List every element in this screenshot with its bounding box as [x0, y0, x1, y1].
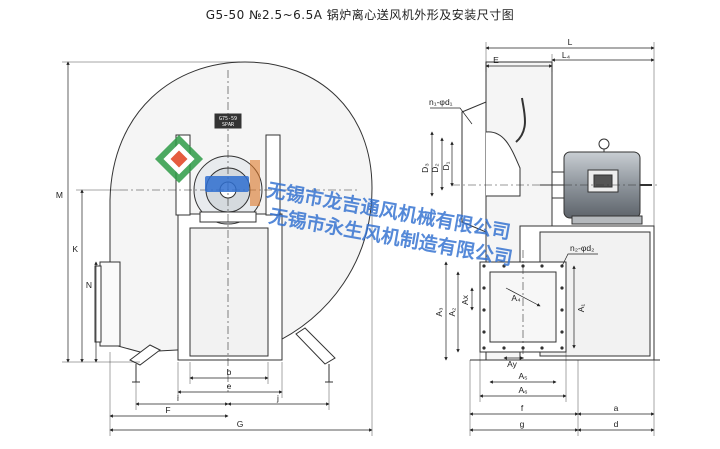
- dim-label-d: d: [614, 419, 619, 429]
- dim-label-n2d2: n₂-φd₂: [570, 243, 594, 253]
- dim-label-M: M: [56, 190, 63, 200]
- side-view-dimensions: [430, 42, 655, 436]
- outlet-flange: [99, 261, 121, 347]
- dim-label-e: e: [227, 381, 232, 391]
- dim-label-N: N: [86, 280, 92, 290]
- drawing-title: G5-50 №2.5~6.5A 锅炉离心送风机外形及安装尺寸图: [205, 8, 515, 22]
- dim-label-b: b: [227, 367, 232, 377]
- company-logo: [154, 134, 260, 206]
- front-view-labels: M K N b e i j F G: [56, 190, 279, 429]
- dim-label-L: L: [568, 37, 573, 47]
- dim-label-Ay: Ay: [507, 359, 518, 369]
- dim-label-A1: A₁: [576, 304, 586, 313]
- dim-label-n1d1: n₁-φd₁: [429, 97, 453, 107]
- side-view: [452, 61, 660, 362]
- front-view: G75-59 SPAR: [94, 61, 373, 392]
- dim-label-E: E: [493, 55, 499, 65]
- dim-label-F: F: [165, 405, 170, 415]
- dim-label-A4: A₄: [511, 293, 521, 303]
- nameplate-line2: SPAR: [222, 122, 235, 128]
- dim-label-a: a: [614, 403, 619, 413]
- dim-label-A6: A₆: [518, 385, 527, 395]
- dim-label-A2: A₂: [447, 308, 457, 317]
- anchor-bolt-left: [132, 364, 140, 383]
- dim-label-D3: D₃: [420, 163, 430, 173]
- dim-label-D2: D₂: [430, 163, 440, 172]
- side-view-labels: L L₄ E n₁-φd₁ n₂-φd₂ D₃ D₂ D₁ A₃ A₂ Ax A…: [420, 37, 619, 429]
- dim-label-L4: L₄: [562, 50, 571, 60]
- anchor-bolt-right: [325, 364, 333, 383]
- dim-label-f: f: [521, 403, 524, 413]
- front-view-dimensions: [62, 61, 373, 436]
- dim-label-A5: A₅: [518, 371, 527, 381]
- dim-label-i: i: [177, 393, 179, 403]
- dim-label-Ax: Ax: [460, 294, 470, 305]
- dim-label-A3: A₃: [434, 307, 444, 316]
- dim-label-G: G: [237, 419, 244, 429]
- inlet-cone: [461, 101, 487, 233]
- dim-label-K: K: [72, 244, 78, 254]
- dim-label-g: g: [520, 419, 525, 429]
- dim-label-D1: D₁: [441, 161, 451, 170]
- dim-label-j: j: [276, 393, 279, 403]
